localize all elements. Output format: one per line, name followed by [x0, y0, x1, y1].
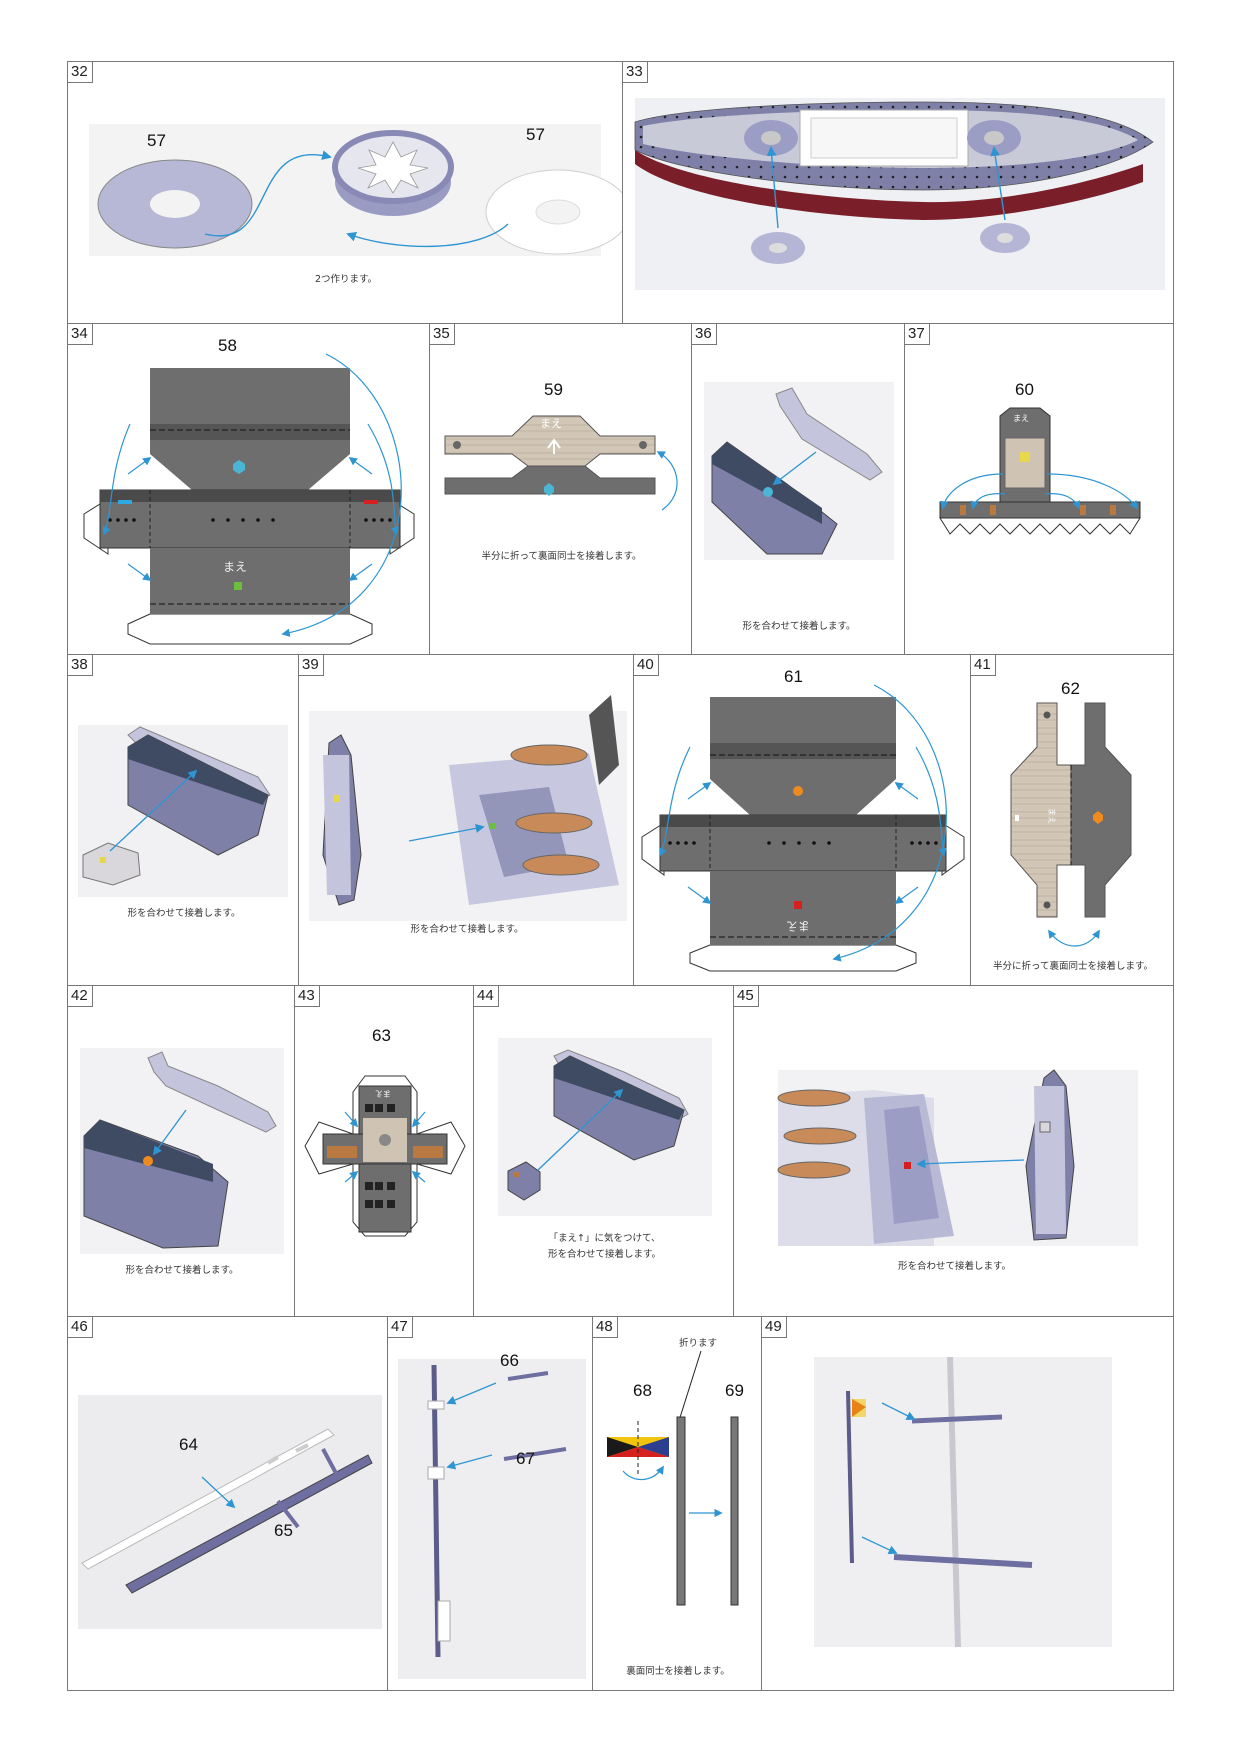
step-caption: 形を合わせて接着します。 — [742, 621, 856, 632]
mae-mark: まえ — [1013, 414, 1029, 423]
part-label-62: 62 — [1061, 679, 1080, 698]
step-number: 33 — [623, 62, 648, 83]
part-label-64: 64 — [179, 1435, 198, 1454]
step-40: 40 61 まえ — [633, 654, 971, 986]
mast-flag-illustration — [846, 1356, 1033, 1648]
step-34: 34 58 まえ — [67, 323, 430, 655]
part-label-68: 68 — [633, 1381, 652, 1400]
part-label-67: 67 — [516, 1449, 535, 1468]
mae-mark: まえ — [375, 1089, 391, 1098]
step-caption: 形を合わせて接着します。 — [897, 1261, 1012, 1272]
hull-photo-illustration — [82, 726, 271, 886]
hull-photo-illustration — [507, 1049, 689, 1201]
part-60-net — [939, 407, 1141, 535]
mae-mark: まえ — [540, 417, 562, 430]
step-number: 47 — [388, 1317, 413, 1338]
step-38: 38 形を合わせて接着します。 — [67, 654, 299, 986]
step-caption: 形を合わせて接着します。 — [127, 908, 241, 919]
step-caption: 裏面同士を接着します。 — [626, 1666, 730, 1677]
step-43: 43 63 まえ — [294, 985, 474, 1317]
step-33: 33 — [622, 61, 1174, 324]
hull-photo-illustration — [634, 101, 1154, 264]
step-number: 40 — [634, 655, 659, 676]
part-label-59: 59 — [544, 380, 563, 399]
step-number: 37 — [905, 324, 930, 345]
step-47: 47 66 67 — [387, 1316, 593, 1691]
step-46: 46 64 65 — [67, 1316, 388, 1691]
step-number: 41 — [971, 655, 996, 676]
deck-photo-illustration — [777, 1069, 1075, 1246]
mae-mark: まえ — [1047, 808, 1056, 824]
step-number: 39 — [299, 655, 324, 676]
part-label-57-b: 57 — [526, 125, 545, 144]
step-number: 45 — [734, 986, 759, 1007]
step-caption: 2つ作ります。 — [314, 274, 378, 285]
step-49: 49 — [761, 1316, 1174, 1691]
part-59-net — [444, 415, 678, 511]
part-62-net — [1010, 702, 1132, 947]
step-caption-line2: 形を合わせて接着します。 — [547, 1249, 662, 1260]
mae-mark: まえ — [786, 919, 811, 933]
part-label-69: 69 — [725, 1381, 744, 1400]
part-label-65: 65 — [274, 1521, 293, 1540]
part-58-net — [83, 353, 415, 645]
part-label-61: 61 — [784, 667, 803, 686]
step-37: 37 60 まえ — [904, 323, 1174, 655]
step-number: 43 — [295, 986, 320, 1007]
step-36: 36 形を合わせて接着します。 — [691, 323, 905, 655]
rings-illustration — [97, 130, 622, 255]
step-32: 32 57 57 2つ作ります。 — [67, 61, 623, 324]
step-number: 44 — [474, 986, 499, 1007]
step-39: 39 形を合わせて接着します。 — [298, 654, 634, 986]
hull-photo-illustration — [83, 1051, 277, 1249]
step-number: 42 — [68, 986, 93, 1007]
part-label-58: 58 — [218, 336, 237, 355]
step-number: 48 — [593, 1317, 618, 1338]
step-44: 44 「まえ↑」に気をつけて、 形を合わせて接着します。 — [473, 985, 734, 1317]
step-photo — [398, 1359, 586, 1679]
step-caption: 半分に折って裏面同士を接着します。 — [992, 961, 1154, 972]
step-caption: 形を合わせて接着します。 — [410, 924, 524, 935]
part-label-60: 60 — [1015, 380, 1034, 399]
step-number: 46 — [68, 1317, 93, 1338]
step-35: 35 59 まえ 半分に折って裏面同士を接着します。 — [429, 323, 692, 655]
step-caption-line1: 「まえ↑」に気をつけて、 — [548, 1233, 661, 1244]
instruction-sheet: 32 57 57 2つ作ります。 33 34 58 — [67, 61, 1174, 1691]
fold-note: 折ります — [679, 1338, 718, 1349]
mast-assembly-illustration — [427, 1364, 567, 1658]
step-41: 41 62 まえ 半分に折って裏面同士を接着します。 — [970, 654, 1174, 986]
mast-pieces-illustration — [81, 1428, 373, 1594]
deck-photo-illustration — [322, 695, 619, 906]
flag-parts-illustration — [607, 1350, 739, 1606]
step-number: 36 — [692, 324, 717, 345]
part-63-net — [304, 1075, 466, 1237]
part-label-66: 66 — [500, 1351, 519, 1370]
step-caption: 形を合わせて接着します。 — [125, 1265, 239, 1276]
mae-mark: まえ — [223, 560, 248, 574]
step-48: 48 折ります 68 69 裏面同士を接着します。 — [592, 1316, 762, 1691]
step-42: 42 形を合わせて接着します。 — [67, 985, 295, 1317]
step-number: 38 — [68, 655, 93, 676]
part-label-63: 63 — [372, 1026, 391, 1045]
part-label-57-a: 57 — [147, 131, 166, 150]
step-number: 49 — [762, 1317, 787, 1338]
hull-photo-illustration — [711, 387, 883, 555]
step-number: 34 — [68, 324, 93, 345]
step-caption: 半分に折って裏面同士を接着します。 — [481, 551, 642, 562]
step-number: 35 — [430, 324, 455, 345]
step-number: 32 — [68, 62, 93, 83]
part-61-net — [641, 684, 965, 972]
step-45: 45 形を合わせて接着します。 — [733, 985, 1174, 1317]
